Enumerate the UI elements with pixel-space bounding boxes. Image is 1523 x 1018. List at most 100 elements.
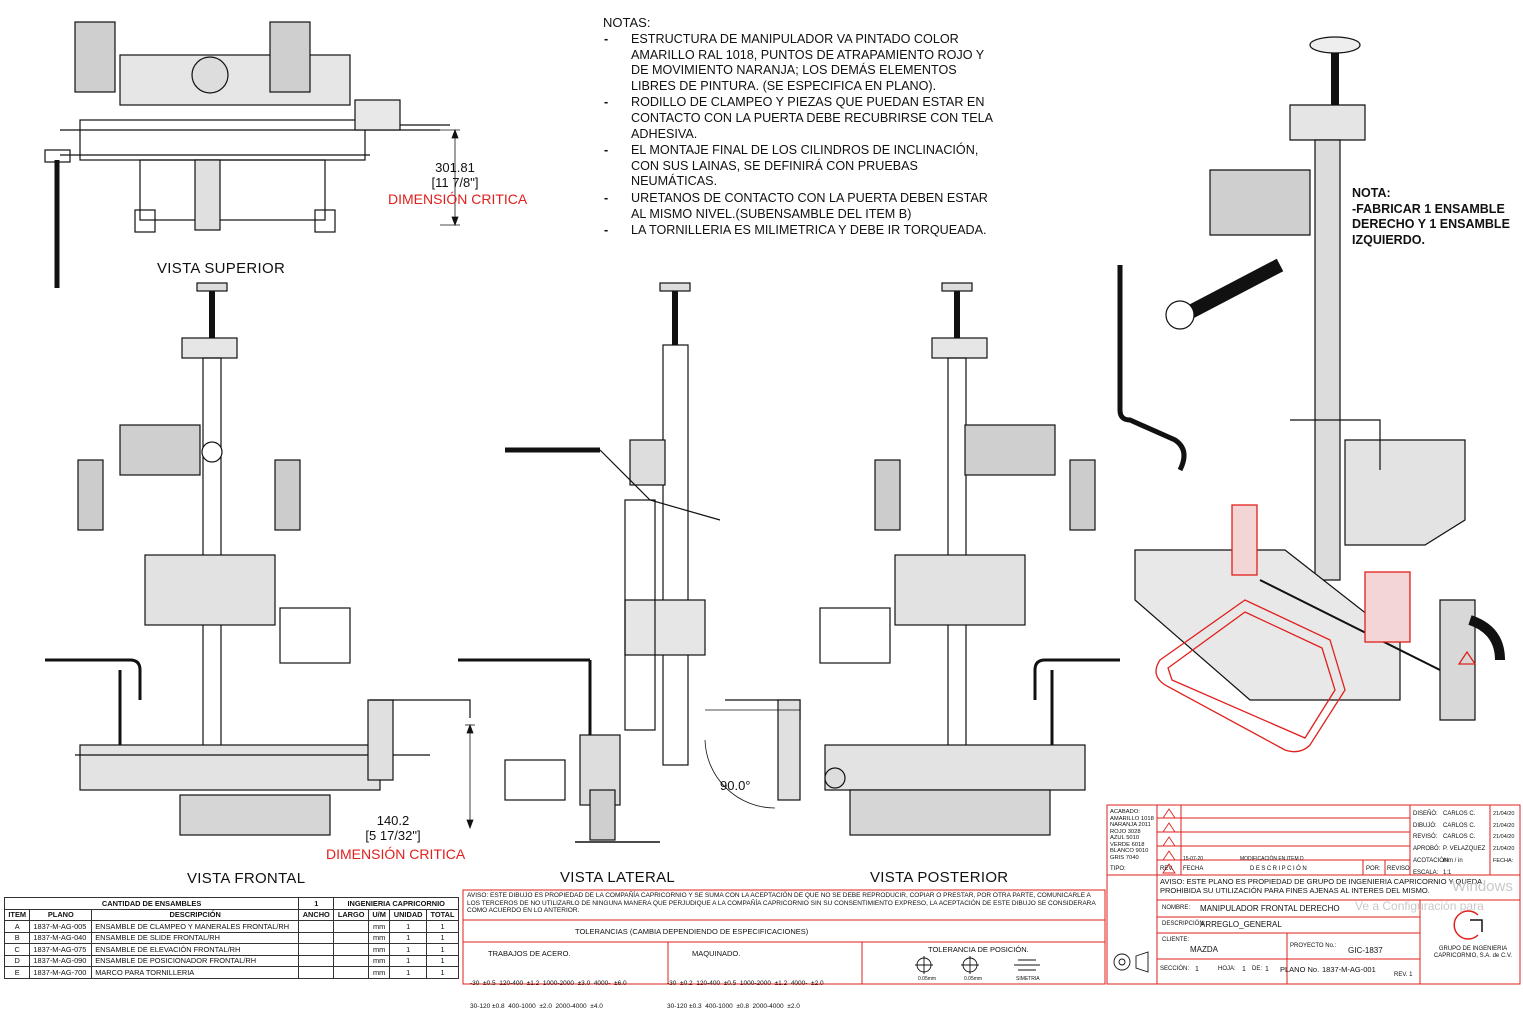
of-label: DE: <box>1252 966 1263 972</box>
table-row: D 1837-M-AG-090 ENSAMBLE DE POSICIONADOR… <box>3 954 459 967</box>
watermark-title: Windows <box>1452 878 1513 895</box>
project-number: GIC-1837 <box>1348 946 1383 955</box>
tolerances-title: TOLERANCIAS (CAMBIA DEPENDIENDO DE ESPEC… <box>575 927 809 936</box>
dimension-top: 301.81 [11 7/8"] <box>431 160 479 190</box>
bom-cell: 1837-M-AG-040 <box>29 931 93 944</box>
isometric-view-drawing <box>1117 36 1505 721</box>
position-symbols <box>915 956 1040 974</box>
bom-cell <box>333 920 370 933</box>
client-label: CLIENTE: <box>1162 937 1190 943</box>
client-name: MAZDA <box>1190 945 1218 954</box>
bom-cell: mm <box>368 966 391 979</box>
by-header: POR: <box>1366 866 1381 872</box>
machined-values: -30 ±0.2 120-400 ±0.5 1000-2000 ±1.2 400… <box>667 980 824 1010</box>
notes-list: ESTRUCTURA DE MANIPULADOR VA PINTADO COL… <box>604 32 1004 240</box>
position-val-2: 0.05mm <box>964 976 983 982</box>
view-label-posterior: VISTA POSTERIOR <box>870 869 1009 886</box>
bom-cell <box>298 966 335 979</box>
bom-cell: 1837-M-AG-090 <box>29 954 93 967</box>
bom-cell: 1 <box>426 954 459 967</box>
steel-values: -30 ±0.5 120-400 ±1.2 1000-2000 ±3.0 400… <box>470 980 627 1010</box>
drawing-desc: ARREGLO_GENERAL <box>1200 920 1282 929</box>
position-val-1: 0.05mm <box>918 976 937 982</box>
position-val-3: SIMETRIA <box>1016 976 1040 982</box>
bom-cell: A <box>3 920 31 933</box>
dimension-front: 140.2 [5 17/32"] <box>365 813 421 843</box>
bom-header: LARGO <box>333 908 370 921</box>
company-logo <box>1453 910 1483 940</box>
note-2: RODILLO DE CLAMPEO Y PIEZAS QUE PUEDAN E… <box>604 95 1004 142</box>
top-view-drawing <box>44 21 460 288</box>
bom-header: PLANO <box>29 908 93 921</box>
bom-cell: ENSAMBLE DE SLIDE FRONTAL/RH <box>91 931 300 944</box>
bom-cell: C <box>3 943 31 956</box>
machined-label: MAQUINADO. <box>692 949 741 958</box>
bom-header: DESCRIPCIÓN <box>91 908 300 921</box>
watermark-subtitle: Ve a Configuración para <box>1355 899 1484 913</box>
bom-cell <box>333 943 370 956</box>
notice-text: AVISO: ESTE DIBUJO ES PROPIEDAD DE LA CO… <box>467 892 1096 914</box>
drawing-name: MANIPULADOR FRONTAL DERECHO <box>1200 904 1340 913</box>
side-note: NOTA: -FABRICAR 1 ENSAMBLE DERECHO Y 1 E… <box>1352 186 1510 247</box>
bom-cell: 1 <box>389 966 428 979</box>
bom-table: CANTIDAD DE ENSAMBLES 1 INGENIERIA CAPRI… <box>3 897 459 979</box>
bom-cell: D <box>3 954 31 967</box>
bom-cell: 1 <box>389 920 428 933</box>
date-header: FECHA <box>1183 866 1204 872</box>
section-value: 1 <box>1195 966 1199 973</box>
approvals-dates: 21/04/20 21/04/20 21/04/20 21/04/20 FECH… <box>1493 811 1515 864</box>
bom-header: UNIDAD <box>389 908 428 921</box>
bom-header: ANCHO <box>298 908 335 921</box>
bom-cell <box>298 943 335 956</box>
bom-title: CANTIDAD DE ENSAMBLES <box>3 897 300 910</box>
bom-cell: B <box>3 931 31 944</box>
sheet-label: HOJA: <box>1218 966 1236 972</box>
bom-header: TOTAL <box>426 908 459 921</box>
revision-triangles <box>1162 808 1176 874</box>
plan-number: 1837-M-AG-001 <box>1322 965 1376 974</box>
note-1: ESTRUCTURA DE MANIPULADOR VA PINTADO COL… <box>604 32 1004 94</box>
desc-label: DESCRIPCIÓN: <box>1162 921 1206 927</box>
approvals-labels: DISEÑÓ: DIBUJÓ: REVISÓ: APROBÓ: ACOTACIÓ… <box>1413 811 1450 876</box>
bom-cell: 1 <box>389 954 428 967</box>
view-label-superior: VISTA SUPERIOR <box>157 260 286 277</box>
bom-cell <box>333 966 370 979</box>
bom-cell: ENSAMBLE DE POSICIONADOR FRONTAL/RH <box>91 954 300 967</box>
description-header: DESCRIPCIÓN <box>1250 866 1309 872</box>
bom-cell <box>298 954 335 967</box>
bom-cell: E <box>3 966 31 979</box>
bom-cell <box>333 954 370 967</box>
bom-header-row: ITEM PLANO DESCRIPCIÓN ANCHO LARGO U/M U… <box>3 908 459 921</box>
bom-cell: 1837-M-AG-075 <box>29 943 93 956</box>
bom-cell: 1837-M-AG-005 <box>29 920 93 933</box>
table-row: B 1837-M-AG-040 ENSAMBLE DE SLIDE FRONTA… <box>3 931 459 944</box>
drawing-canvas <box>44 21 1521 985</box>
critical-dimension-front: DIMENSIÓN CRITICA <box>326 846 466 862</box>
bom-cell: 1 <box>389 943 428 956</box>
front-view-drawing <box>45 282 475 836</box>
position-label: TOLERANCIA DE POSICIÓN. <box>928 945 1029 954</box>
bom-cell: ENSAMBLE DE CLAMPEO Y MANERALES FRONTAL/… <box>91 920 300 933</box>
bom-cell: mm <box>368 954 391 967</box>
bom-cell: 1 <box>426 931 459 944</box>
note-5: LA TORNILLERIA ES MILIMETRICA Y DEBE IR … <box>604 223 1004 239</box>
note-4: URETANOS DE CONTACTO CON LA PUERTA DEBEN… <box>604 191 1004 222</box>
bom-cell <box>298 920 335 933</box>
bom-header: U/M <box>368 908 391 921</box>
bom-title-row: CANTIDAD DE ENSAMBLES 1 INGENIERIA CAPRI… <box>3 897 459 910</box>
revision-number: REV. 1 <box>1394 972 1413 978</box>
sheet-value: 1 <box>1242 966 1246 973</box>
side-view-drawing <box>458 282 721 843</box>
bom-cell <box>298 931 335 944</box>
bom-cell: 1 <box>426 943 459 956</box>
projection-symbol <box>1113 951 1149 973</box>
rev-header: REV. <box>1160 866 1174 872</box>
bom-header: ITEM <box>3 908 31 921</box>
view-label-frontal: VISTA FRONTAL <box>187 870 306 887</box>
notes-title: NOTAS: <box>603 15 651 30</box>
bom-qty: 1 <box>298 897 335 910</box>
table-row: A 1837-M-AG-005 ENSAMBLE DE CLAMPEO Y MA… <box>3 920 459 933</box>
bom-cell: mm <box>368 943 391 956</box>
revision-desc: MODIFICACIÓN EN ITEM D <box>1240 856 1304 862</box>
bom-cell: MARCO PARA TORNILLERIA <box>91 966 300 979</box>
